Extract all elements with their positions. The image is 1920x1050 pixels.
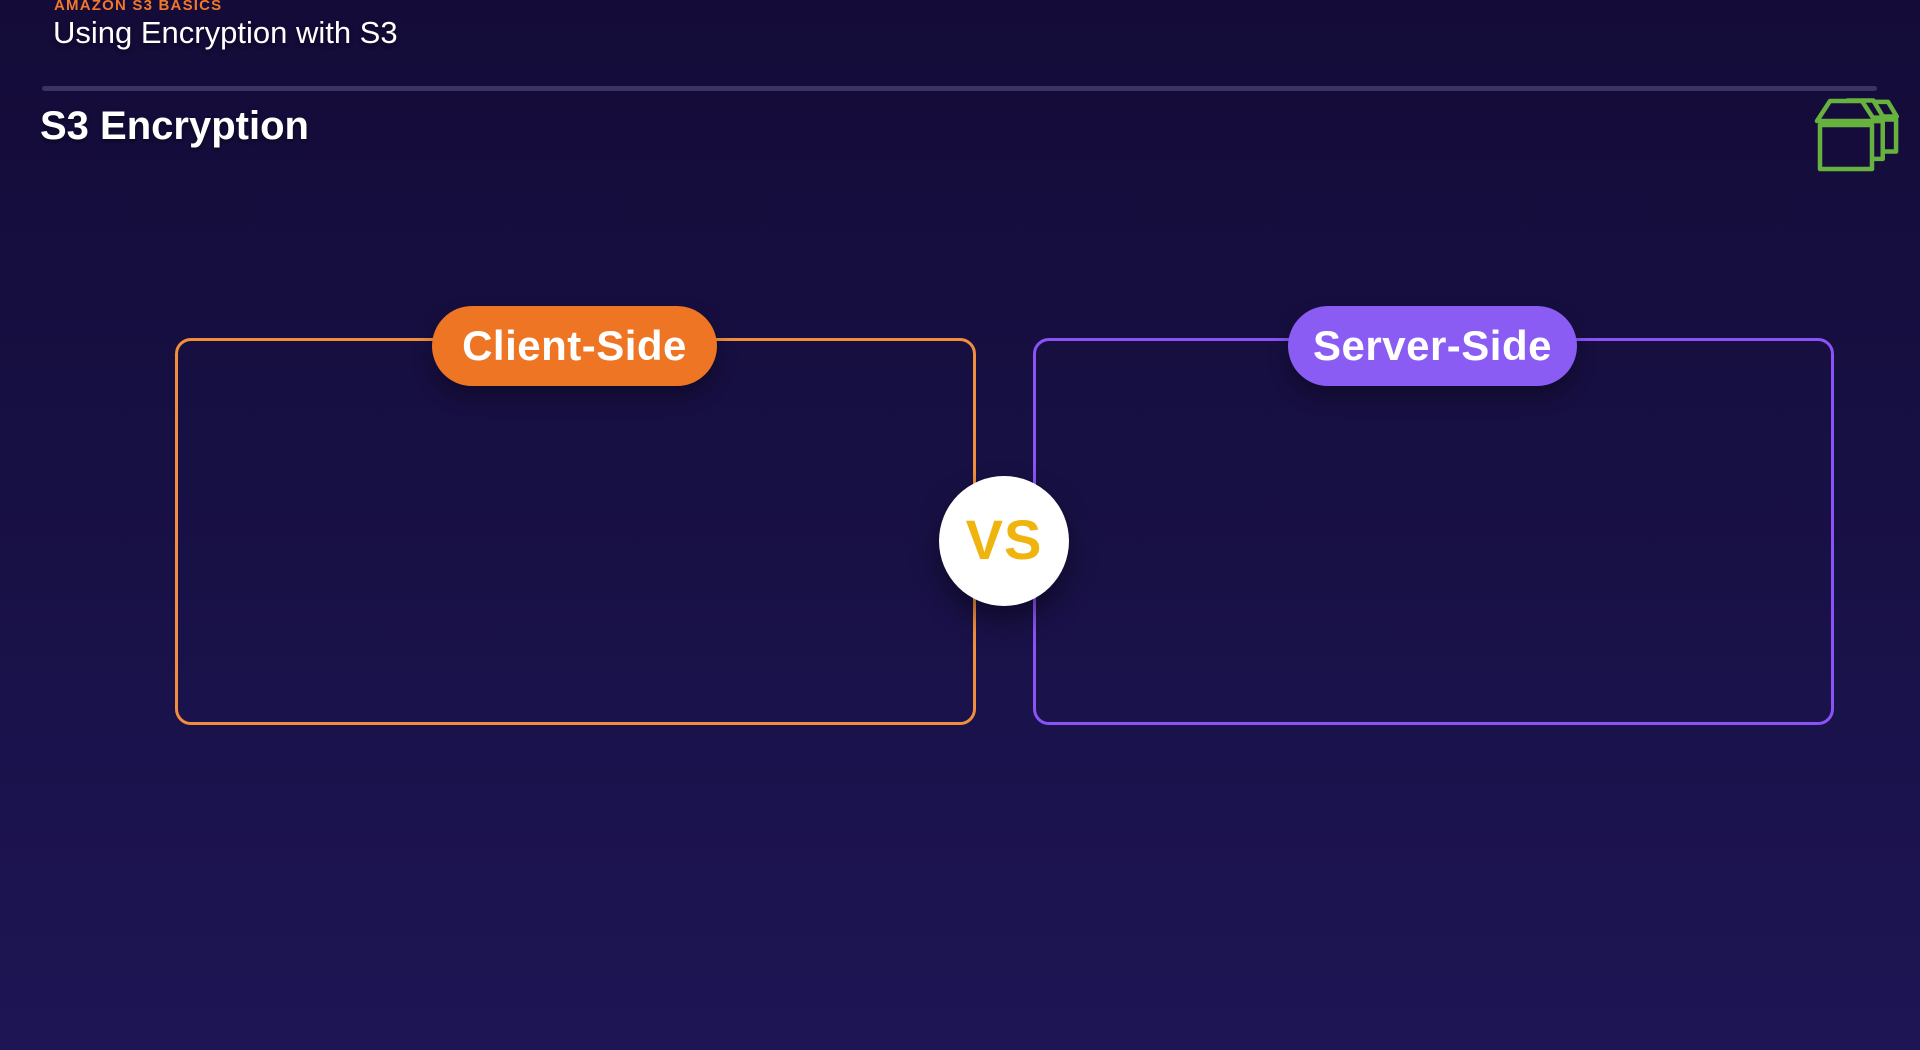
server-side-badge: Server-Side	[1288, 306, 1577, 386]
server-side-label: Server-Side	[1313, 322, 1552, 369]
eyebrow-label: AMAZON S3 BASICS	[54, 0, 223, 14]
vs-label: VS	[965, 507, 1043, 571]
vs-badge: VS	[939, 476, 1069, 606]
s3-buckets-icon	[1810, 96, 1900, 172]
client-side-label: Client-Side	[462, 322, 687, 369]
header-divider	[42, 86, 1877, 91]
section-heading: S3 Encryption	[40, 104, 309, 148]
slide-title: Using Encryption with S3	[53, 15, 398, 50]
client-side-card	[175, 338, 976, 725]
server-side-card	[1033, 338, 1834, 725]
client-side-badge: Client-Side	[432, 306, 717, 386]
